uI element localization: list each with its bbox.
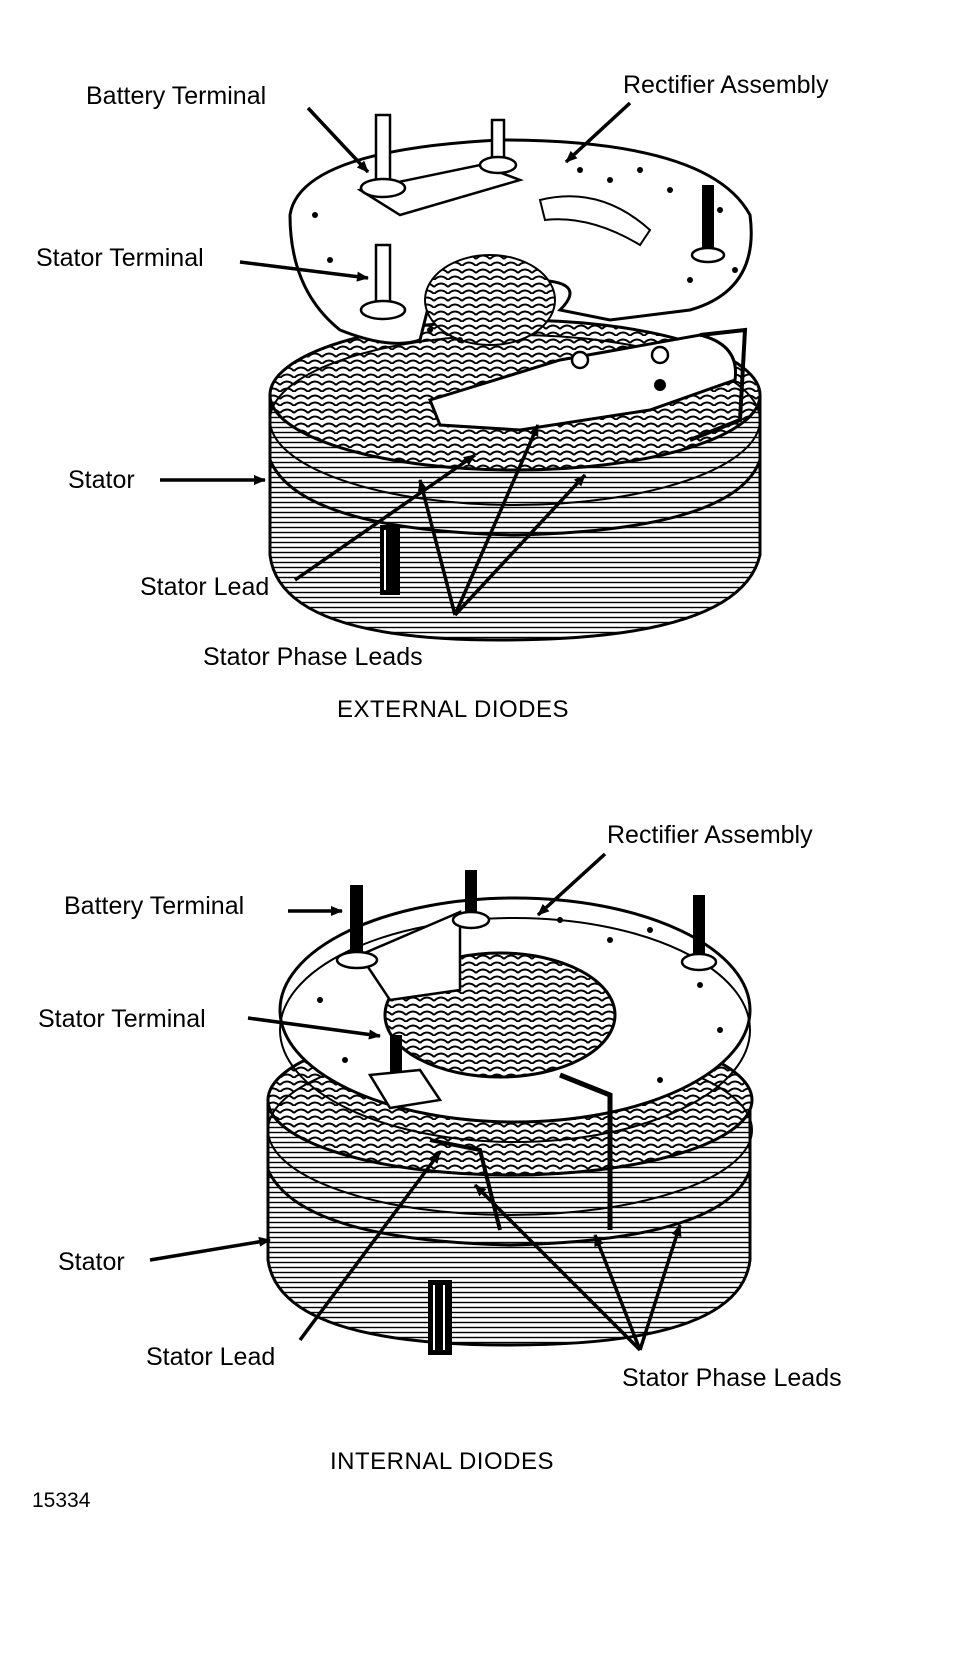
internal-leader-arrows [149,852,682,1352]
label-rectifier-assembly-internal: Rectifier Assembly [607,821,813,849]
terminal-studs-internal [335,870,718,1110]
caption-internal-diodes: INTERNAL DIODES [330,1448,554,1475]
figure-number: 15334 [32,1489,91,1512]
label-stator-phase-leads-internal: Stator Phase Leads [622,1364,842,1392]
label-battery-terminal-external: Battery Terminal [86,82,267,110]
internal-diodes-illustration [149,852,754,1355]
label-stator-internal: Stator [58,1248,125,1276]
external-leader-arrows [160,101,632,617]
label-stator-lead-external: Stator Lead [140,573,270,601]
label-stator-lead-internal: Stator Lead [146,1343,276,1371]
terminal-studs [359,113,726,391]
label-stator-terminal-internal: Stator Terminal [38,1005,206,1033]
label-rectifier-assembly-external: Rectifier Assembly [623,71,829,99]
external-diodes-illustration [160,101,762,642]
label-stator-external: Stator [68,466,135,494]
caption-external-diodes: EXTERNAL DIODES [337,696,569,723]
label-stator-phase-leads-external: Stator Phase Leads [203,643,423,671]
label-battery-terminal-internal: Battery Terminal [64,892,245,920]
label-stator-terminal-external: Stator Terminal [36,244,204,272]
